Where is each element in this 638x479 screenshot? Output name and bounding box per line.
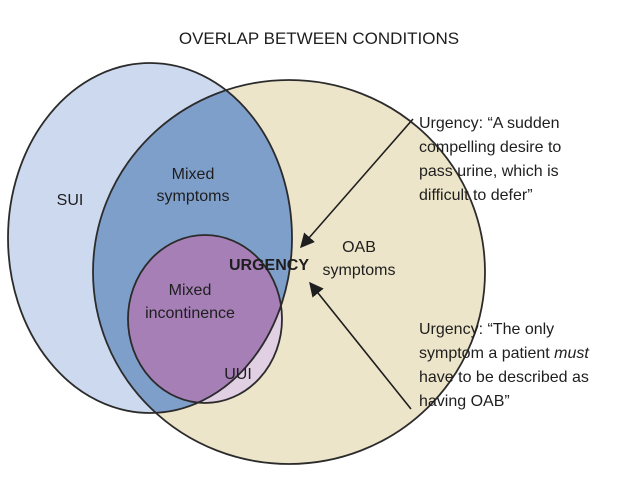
definition-1-line3: pass urine, which is (419, 163, 559, 180)
mixed-symptoms-label-line2: symptoms (157, 188, 230, 205)
definition-2-line4: having OAB” (419, 393, 510, 410)
definition-1-line2: compelling desire to (419, 139, 561, 156)
mixed-incontinence-label-line2: incontinence (145, 305, 235, 322)
uui-outline (127, 234, 283, 404)
mixed-incontinence-region (128, 235, 282, 403)
sui-outline (7, 62, 293, 414)
arrow-definition-2 (309, 281, 412, 410)
oab-label-line1: OAB (342, 239, 376, 256)
diagram-title: OVERLAP BETWEEN CONDITIONS (179, 29, 459, 48)
definition-2-line2: symptom a patient must (419, 345, 589, 362)
uui-label: UUI (224, 366, 252, 383)
definition-2-line1: Urgency: “The only (419, 321, 554, 338)
oab-outline (92, 79, 486, 465)
definition-2-emphasis: must (554, 345, 589, 362)
definition-1-line1: Urgency: “A sudden (419, 115, 560, 132)
arrow-definition-1 (300, 118, 414, 249)
definition-1-line4: difficult to defer” (419, 187, 533, 204)
urgency-label: URGENCY (229, 257, 309, 274)
oab-label-line2: symptoms (323, 262, 396, 279)
mixed-incontinence-label-line1: Mixed (169, 282, 212, 299)
definition-2-line2-text: symptom a patient (419, 345, 554, 362)
mixed-symptoms-label-line1: Mixed (172, 166, 215, 183)
definition-2-line3: have to be described as (419, 369, 589, 386)
sui-label: SUI (57, 192, 84, 209)
